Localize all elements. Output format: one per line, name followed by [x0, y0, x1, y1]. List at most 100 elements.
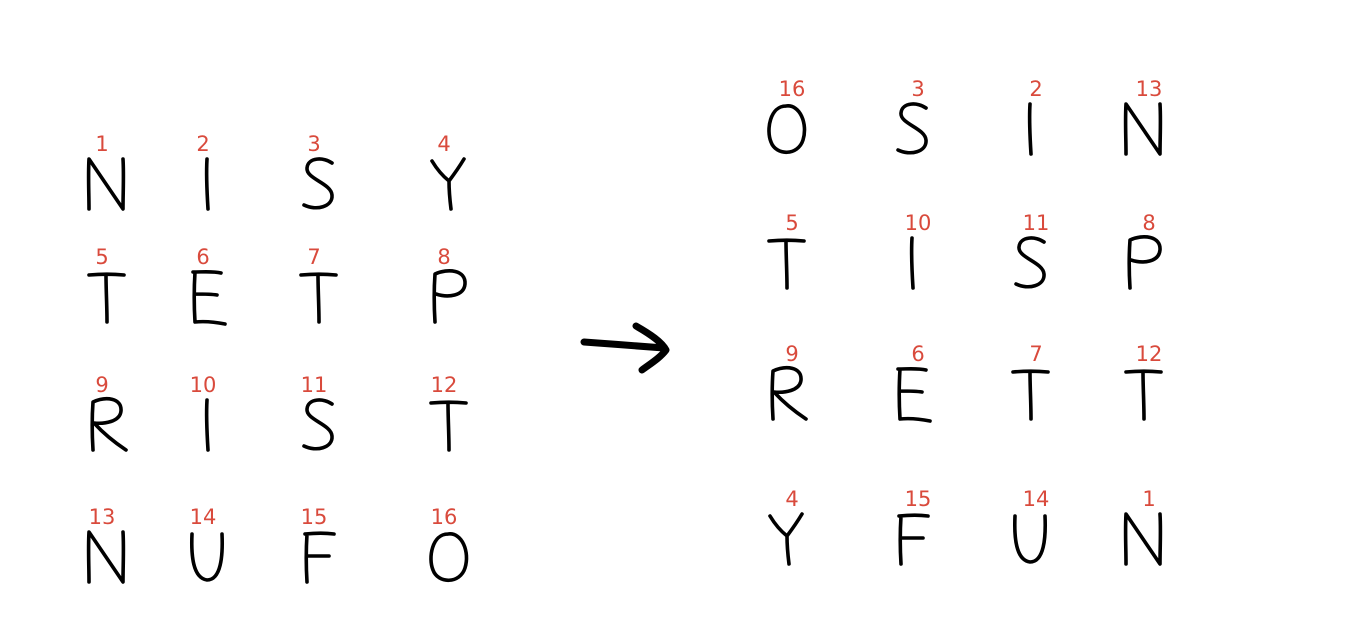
letter-position-number: 13 — [1136, 77, 1163, 101]
letter-position-number: 7 — [307, 245, 320, 269]
handwritten-letter-n — [86, 157, 126, 211]
letter-cell: 11 — [301, 373, 334, 451]
handwritten-letter-s — [302, 157, 334, 210]
letter-cell: 15 — [301, 505, 336, 584]
handwritten-letter-t — [429, 400, 468, 452]
handwritten-letter-y — [430, 157, 466, 211]
letter-cell: 8 — [1127, 211, 1162, 290]
letter-cell: 16 — [767, 77, 807, 155]
letter-cell: 6 — [896, 342, 932, 423]
letter-position-number: 5 — [95, 245, 108, 269]
letter-position-number: 1 — [95, 132, 108, 156]
handwritten-letter-p — [432, 269, 467, 324]
letter-position-number: 10 — [190, 373, 217, 397]
letter-cell: 4 — [768, 487, 804, 566]
handwritten-letter-i — [204, 398, 210, 452]
letter-position-number: 1 — [1142, 487, 1155, 511]
letter-cell: 14 — [1012, 487, 1050, 564]
letter-cell: 13 — [86, 505, 126, 584]
letter-position-number: 12 — [1136, 342, 1163, 366]
handwritten-letter-r — [770, 365, 808, 421]
letter-position-number: 4 — [785, 487, 798, 511]
letter-position-number: 14 — [1023, 487, 1050, 511]
letter-cell: 3 — [896, 77, 928, 155]
letter-cell: 3 — [302, 132, 334, 210]
letter-cell: 7 — [299, 245, 338, 324]
letter-cell: 5 — [767, 211, 806, 290]
letter-position-number: 3 — [911, 77, 924, 101]
letter-cell: 6 — [191, 245, 227, 326]
letter-cell: 15 — [897, 487, 932, 566]
handwritten-letter-t — [767, 238, 806, 290]
handwritten-letter-t — [1124, 369, 1163, 421]
handwritten-letter-n — [86, 530, 126, 584]
handwritten-letter-i — [1027, 102, 1033, 156]
letter-position-number: 8 — [1142, 211, 1155, 235]
handwritten-letter-t — [299, 272, 338, 324]
letter-position-number: 14 — [190, 505, 217, 529]
handwritten-letter-e — [896, 366, 932, 423]
handwritten-letter-r — [90, 396, 128, 452]
letter-cell: 14 — [189, 505, 225, 582]
letter-position-number: 9 — [95, 373, 108, 397]
handwritten-letter-t — [1011, 369, 1050, 421]
handwritten-letter-e — [191, 269, 227, 326]
handwritten-letter-f — [303, 531, 336, 584]
handwritten-letter-n — [1123, 512, 1163, 566]
letter-cell: 9 — [90, 373, 128, 452]
letter-position-number: 16 — [779, 77, 806, 101]
letter-position-number: 6 — [911, 342, 924, 366]
letter-position-number: 15 — [905, 487, 932, 511]
letter-position-number: 11 — [1023, 211, 1050, 235]
handwritten-letter-i — [204, 157, 210, 211]
handwritten-letter-t — [87, 272, 126, 324]
letter-position-number: 16 — [431, 505, 458, 529]
letter-position-number: 9 — [785, 342, 798, 366]
letter-position-number: 8 — [437, 245, 450, 269]
handwritten-letter-o — [767, 104, 807, 155]
handwritten-letter-s — [1014, 236, 1046, 289]
letter-cell: 12 — [1124, 342, 1163, 421]
letter-position-number: 2 — [1029, 77, 1042, 101]
letter-cell: 2 — [1027, 77, 1043, 156]
handwritten-letter-u — [1012, 514, 1048, 564]
rearranged-letter-grid: 16 3 2 13 5 10 11 8 9 6 7 12 4 15 14 1 — [767, 77, 1163, 566]
handwritten-letter-s — [302, 398, 334, 451]
arrow-stroke — [580, 322, 670, 374]
letter-position-number: 10 — [905, 211, 932, 235]
letter-position-number: 7 — [1029, 342, 1042, 366]
letter-cell: 5 — [87, 245, 126, 324]
handwritten-letter-i — [909, 236, 915, 290]
handwritten-letter-p — [1127, 235, 1162, 290]
letter-cell: 1 — [86, 132, 126, 211]
letter-cell: 7 — [1011, 342, 1050, 421]
handwritten-letter-u — [189, 532, 225, 582]
letter-position-number: 11 — [301, 373, 328, 397]
handwritten-letter-y — [768, 512, 804, 566]
letter-cell: 9 — [770, 342, 808, 421]
handwritten-letter-f — [897, 513, 930, 566]
letter-cell: 11 — [1014, 211, 1050, 289]
letter-position-number: 15 — [301, 505, 328, 529]
letter-cell: 13 — [1123, 77, 1163, 156]
letter-position-number: 4 — [437, 132, 450, 156]
letter-position-number: 2 — [196, 132, 209, 156]
letter-cell: 10 — [190, 373, 217, 452]
letter-position-number: 5 — [785, 211, 798, 235]
letter-cell: 10 — [905, 211, 932, 290]
letter-cell: 2 — [196, 132, 210, 211]
handwritten-letter-o — [429, 532, 469, 583]
handwritten-letter-n — [1123, 102, 1163, 156]
handwritten-letter-s — [896, 102, 928, 155]
letter-position-number: 12 — [431, 373, 458, 397]
letter-cell: 1 — [1123, 487, 1163, 566]
letter-position-number: 6 — [196, 245, 209, 269]
letter-position-number: 13 — [89, 505, 116, 529]
letter-cell: 16 — [429, 505, 469, 583]
letter-cell: 12 — [429, 373, 468, 452]
letter-position-number: 3 — [307, 132, 320, 156]
letter-cell: 8 — [432, 245, 467, 324]
right-arrow-icon — [580, 322, 670, 374]
